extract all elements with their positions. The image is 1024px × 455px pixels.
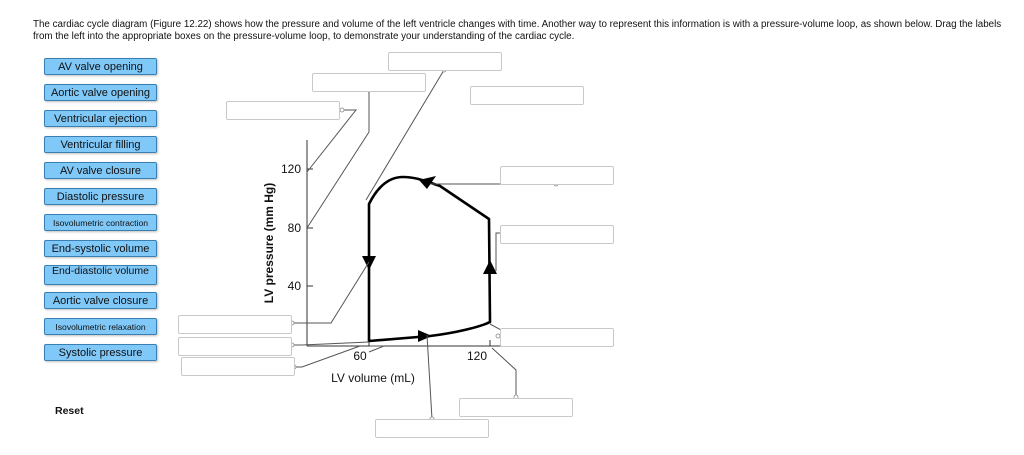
drop-box-8[interactable] (178, 337, 292, 356)
label-ventricular-filling[interactable]: Ventricular filling (44, 136, 157, 153)
drop-box-5[interactable] (500, 166, 614, 185)
label-isovolumetric-relaxation[interactable]: Isovolumetric relaxation (44, 318, 157, 335)
label-isovolumetric-contraction[interactable]: Isovolumetric contraction (44, 214, 157, 231)
drop-box-3[interactable] (470, 86, 584, 105)
arrow-down-icon (362, 256, 376, 270)
label-ventricular-ejection[interactable]: Ventricular ejection (44, 110, 157, 127)
drop-box-12[interactable] (375, 419, 489, 438)
drop-box-9[interactable] (181, 357, 295, 376)
y-axis-title: LV pressure (mm Hg) (262, 183, 276, 303)
leader-endpoints (289, 67, 559, 422)
reset-button[interactable]: Reset (55, 405, 84, 417)
label-aortic-valve-opening[interactable]: Aortic valve opening (44, 84, 157, 101)
label-av-valve-closure[interactable]: AV valve closure (44, 162, 157, 179)
drop-box-7[interactable] (178, 315, 292, 334)
drop-box-2[interactable] (312, 73, 426, 92)
x-tick-label-60: 60 (353, 349, 367, 363)
label-end-diastolic-volume[interactable]: End-diastolic volume (44, 265, 157, 285)
label-diastolic-pressure[interactable]: Diastolic pressure (44, 188, 157, 205)
arrow-left-icon (419, 176, 436, 189)
instructions-text: The cardiac cycle diagram (Figure 12.22)… (33, 19, 1002, 42)
drop-box-11[interactable] (459, 398, 573, 417)
drop-box-4[interactable] (226, 101, 340, 120)
x-tick-label-120: 120 (467, 349, 487, 363)
drop-box-1[interactable] (388, 52, 502, 71)
label-end-systolic-volume[interactable]: End-systolic volume (44, 240, 157, 257)
y-tick-label-80: 80 (288, 221, 302, 235)
y-tick-label-40: 40 (288, 279, 302, 293)
label-systolic-pressure[interactable]: Systolic pressure (44, 344, 157, 361)
x-axis-title: LV volume (mL) (331, 371, 415, 385)
pv-loop (367, 175, 492, 343)
label-av-valve-opening[interactable]: AV valve opening (44, 58, 157, 75)
leader-lines (292, 69, 556, 420)
arrow-up-icon (483, 260, 497, 274)
drop-box-6[interactable] (500, 225, 614, 244)
arrow-right-icon (418, 330, 432, 342)
drop-box-10[interactable] (500, 328, 614, 347)
label-aortic-valve-closure[interactable]: Aortic valve closure (44, 292, 157, 309)
y-tick-label-120: 120 (281, 162, 301, 176)
